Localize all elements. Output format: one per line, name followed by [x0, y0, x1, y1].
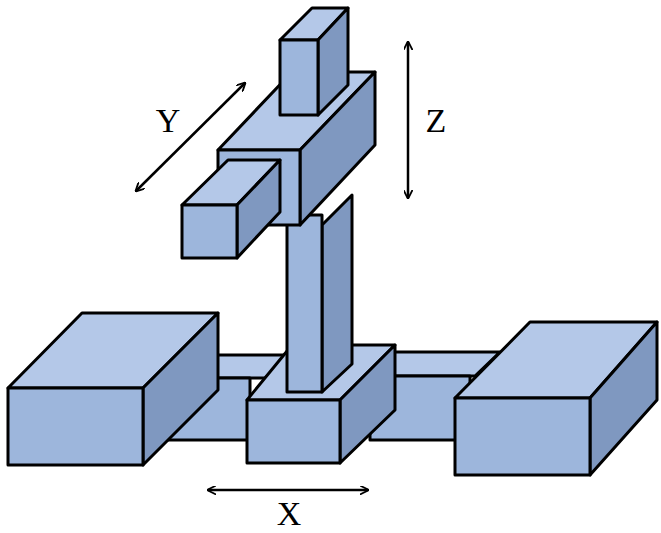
- axis-label: Y: [156, 104, 181, 138]
- right-end-block: [455, 322, 657, 475]
- x-axis-arrow: [208, 489, 368, 492]
- left-end-block: [8, 313, 218, 465]
- axis-label: Z: [426, 104, 447, 138]
- upper-block: [280, 8, 348, 115]
- y-axis-arrow: [136, 83, 245, 191]
- z-axis-arrow: [407, 42, 410, 198]
- axis-label: X: [277, 497, 302, 531]
- y-arm: [182, 160, 280, 258]
